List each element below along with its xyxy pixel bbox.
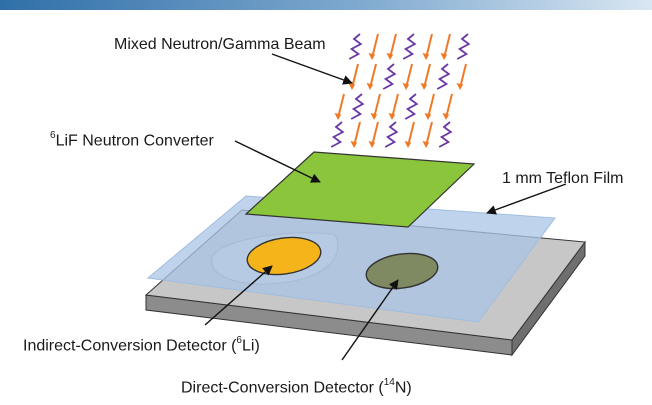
gamma-ray-wave: [348, 33, 363, 60]
gamma-ray-wave: [382, 63, 397, 90]
direct-pointer-arrow: [341, 279, 399, 361]
neutron-arrow-shaft: [369, 63, 377, 89]
gamma-ray-wave: [350, 93, 365, 120]
neutron-arrow-shaft: [425, 121, 433, 147]
neutron-arrow-shaft: [445, 93, 453, 119]
neutron-gamma-beam: [330, 33, 471, 148]
neutron-arrow-head: [388, 113, 396, 120]
neutron-arrow-head: [442, 113, 450, 120]
teflon-film: [146, 195, 556, 323]
gamma-ray-wave: [438, 121, 453, 148]
neutron-arrow-head: [440, 53, 448, 60]
gamma-ray-wave: [330, 121, 345, 148]
indirect-detector-label: Indirect-Conversion Detector (6Li): [23, 333, 260, 355]
direct-detector-spot: [365, 252, 439, 290]
neutron-arrow-head: [422, 141, 430, 148]
neutron-arrow-shaft: [407, 121, 415, 147]
gamma-ray-wave: [404, 93, 419, 120]
beam-label: Mixed Neutron/Gamma Beam: [114, 36, 326, 53]
indirect-label-suffix: Li): [241, 337, 260, 355]
neutron-arrow-head: [334, 113, 342, 120]
neutron-arrow-head: [422, 53, 430, 60]
neutron-arrow-head: [404, 141, 412, 148]
direct-label-prefix: Direct-Conversion Detector (: [181, 379, 384, 397]
header-strip: [0, 0, 652, 10]
neutron-arrow-shaft: [391, 93, 399, 119]
converter-label: 6LiF Neutron Converter: [50, 128, 214, 150]
direct-isotope-superscript: 14: [383, 377, 395, 388]
neutron-arrow-shaft: [459, 63, 467, 89]
neutron-arrow-shaft: [405, 63, 413, 89]
neutron-arrow-head: [366, 83, 374, 90]
neutron-arrow-head: [402, 83, 410, 90]
teflon-label: 1 mm Teflon Film: [502, 170, 624, 187]
converter-pointer-arrow: [234, 140, 321, 183]
neutron-arrow-shaft: [337, 93, 345, 119]
direct-label-suffix: N): [394, 379, 412, 397]
converter-label-text: LiF Neutron Converter: [55, 132, 214, 150]
neutron-arrow-shaft: [373, 93, 381, 119]
beam-pointer-arrow: [271, 53, 353, 85]
neutron-arrow-shaft: [443, 33, 451, 59]
neutron-arrow-shaft: [389, 33, 397, 59]
indirect-label-prefix: Indirect-Conversion Detector (: [23, 337, 237, 355]
indirect-isotope-superscript: 6: [236, 335, 242, 346]
neutron-arrow-head: [348, 83, 356, 90]
neutron-arrow-shaft: [351, 63, 359, 89]
neutron-arrow-shaft: [371, 121, 379, 147]
neutron-arrow-head: [368, 141, 376, 148]
neutron-arrow-shaft: [353, 121, 361, 147]
neutron-arrow-shaft: [427, 93, 435, 119]
neutron-arrow-head: [368, 53, 376, 60]
neutron-arrow-head: [370, 113, 378, 120]
lif-converter-plate: [244, 151, 476, 228]
neutron-arrow-head: [386, 53, 394, 60]
indirect-pointer-arrow: [204, 265, 273, 326]
gamma-ray-wave: [456, 33, 471, 60]
neutron-arrow-head: [350, 141, 358, 148]
teflon-pointer-arrow: [486, 183, 567, 215]
gamma-ray-wave: [384, 121, 399, 148]
neutron-arrow-shaft: [425, 33, 433, 59]
neutron-arrow-head: [420, 83, 428, 90]
neutron-arrow-shaft: [371, 33, 379, 59]
neutron-arrow-head: [424, 113, 432, 120]
converter-isotope-superscript: 6: [50, 130, 56, 141]
neutron-arrow-shaft: [423, 63, 431, 89]
neutron-arrow-head: [456, 83, 464, 90]
gamma-ray-wave: [402, 33, 417, 60]
indirect-detector-spot: [246, 236, 322, 276]
direct-detector-label: Direct-Conversion Detector (14N): [181, 375, 412, 397]
gamma-ray-wave: [436, 63, 451, 90]
